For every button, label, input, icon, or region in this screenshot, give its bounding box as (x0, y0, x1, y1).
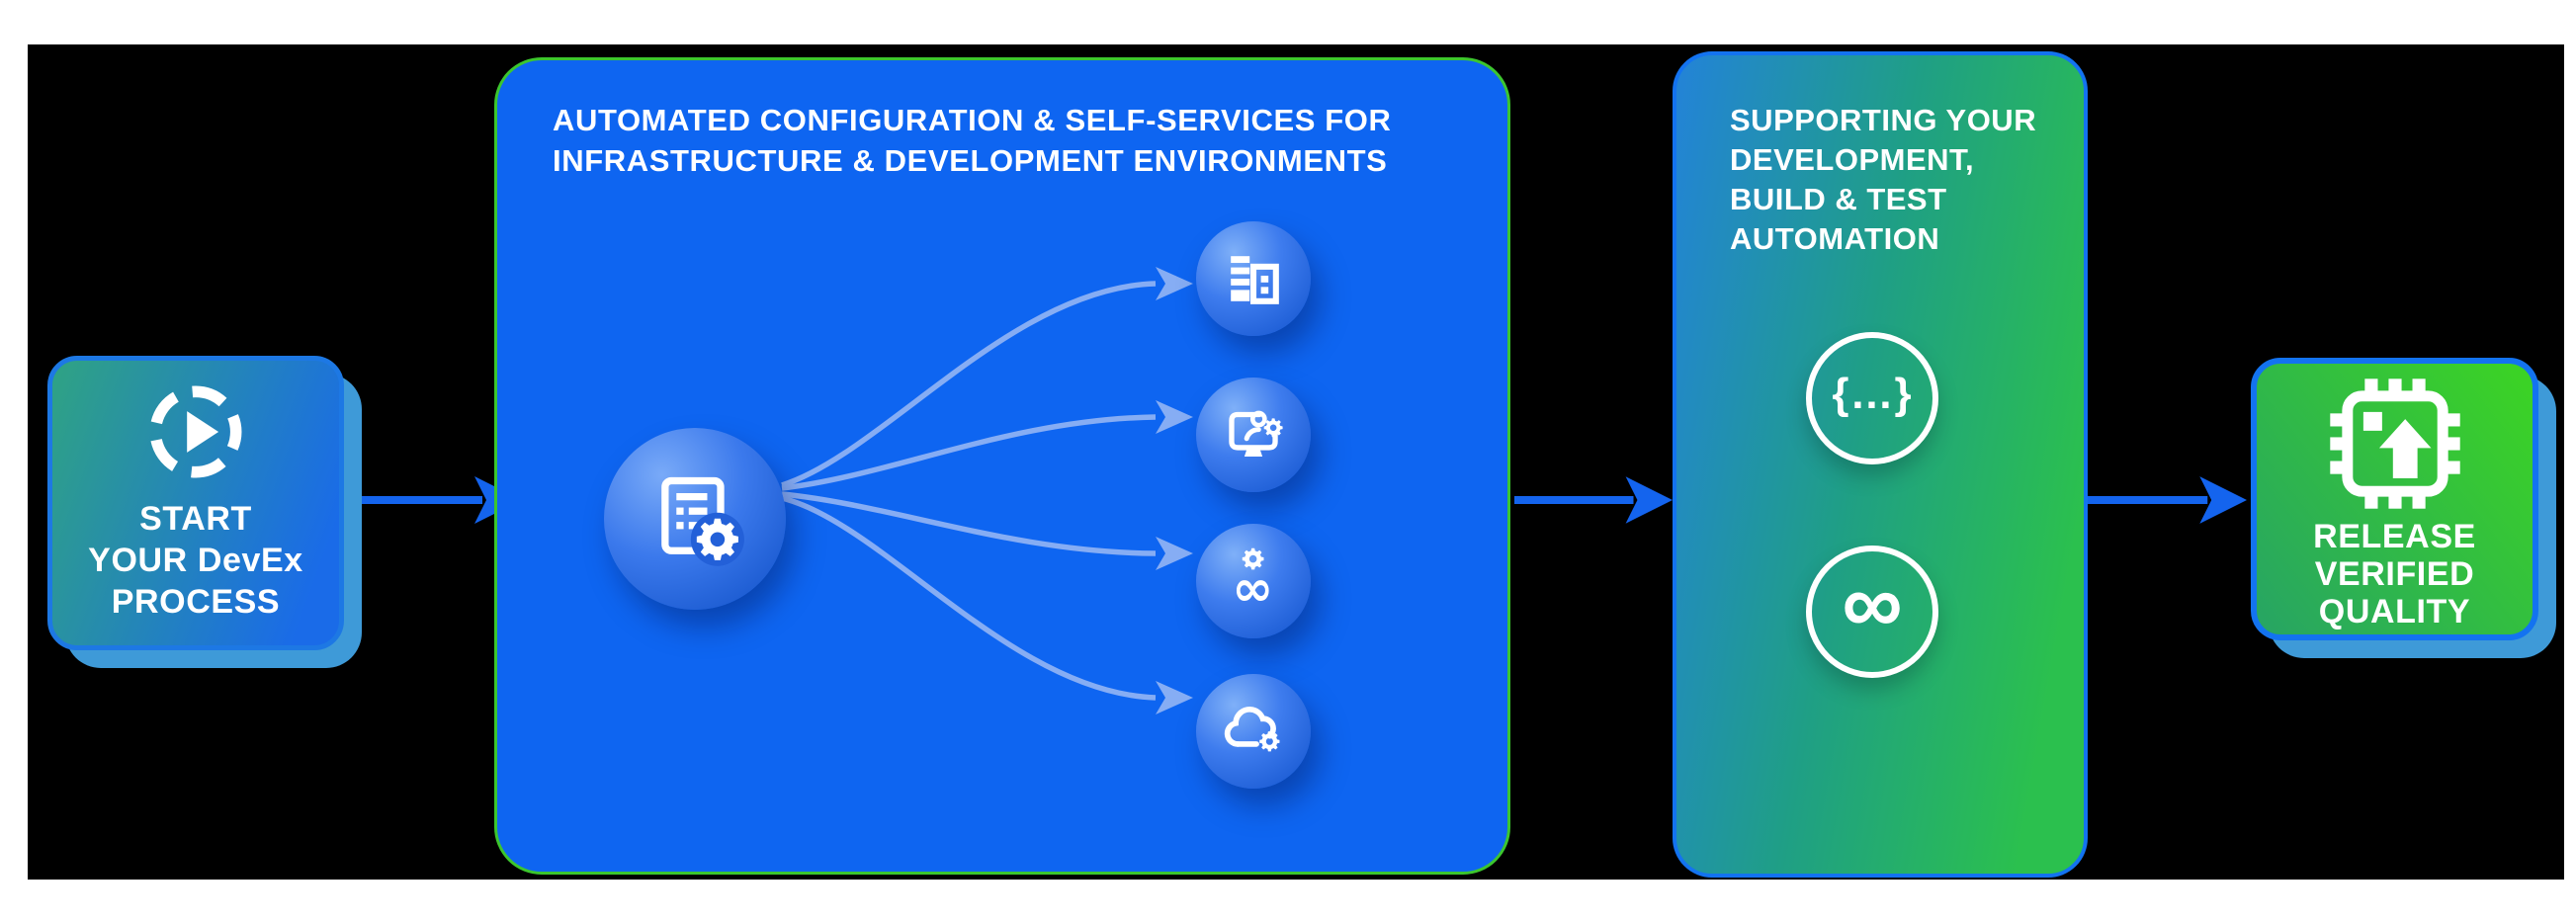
hub-connector-curves (781, 267, 1193, 714)
play-progress-icon (141, 378, 250, 486)
target-sphere-devops-loop (1196, 524, 1311, 638)
hub-sphere (604, 428, 786, 610)
company-buildings-icon (1216, 241, 1291, 316)
diagram-canvas: START YOUR DevEx PROCESS AUTOMATED CONFI… (28, 44, 2564, 880)
flow-arrow-automation-to-support (1514, 472, 1673, 528)
automation-title-line-2: INFRASTRUCTURE & DEVELOPMENT ENVIRONMENT… (553, 143, 1388, 178)
start-line-3: PROCESS (111, 583, 281, 621)
automation-panel: AUTOMATED CONFIGURATION & SELF-SERVICES … (494, 57, 1510, 875)
start-line-2: YOUR DevEx (88, 542, 303, 579)
automation-panel-title: AUTOMATED CONFIGURATION & SELF-SERVICES … (553, 100, 1391, 181)
support-title-line-3: BUILD & TEST (1730, 182, 1947, 216)
target-sphere-workstation (1196, 378, 1311, 492)
release-line-2: VERIFIED (2314, 555, 2475, 593)
support-title-line-4: AUTOMATION (1730, 221, 1940, 256)
flow-arrow-support-to-release (2088, 472, 2247, 528)
release-line-3: QUALITY (2318, 593, 2471, 630)
cloud-settings-icon (1216, 694, 1291, 769)
support-panel-title: SUPPORTING YOUR DEVELOPMENT, BUILD & TES… (1730, 101, 2036, 259)
workstation-user-settings-icon (1216, 397, 1291, 472)
start-process-card: START YOUR DevEx PROCESS (47, 356, 362, 668)
support-panel: SUPPORTING YOUR DEVELOPMENT, BUILD & TES… (1673, 51, 2088, 878)
automation-title-line-1: AUTOMATED CONFIGURATION & SELF-SERVICES … (553, 103, 1392, 137)
infinity-loop-icon: ∞ (1806, 546, 1938, 678)
chip-upload-icon (2323, 372, 2467, 516)
support-title-line-2: DEVELOPMENT, (1730, 142, 1975, 177)
release-line-1: RELEASE (2313, 518, 2476, 555)
form-settings-icon (644, 467, 746, 570)
devops-loop-settings-icon (1216, 544, 1291, 619)
support-title-line-1: SUPPORTING YOUR (1730, 103, 2037, 137)
start-line-1: START (139, 500, 252, 538)
release-quality-card: RELEASE VERIFIED QUALITY (2251, 358, 2556, 658)
code-braces-icon: {…} (1806, 332, 1938, 464)
target-sphere-cloud (1196, 674, 1311, 789)
target-sphere-buildings (1196, 221, 1311, 336)
